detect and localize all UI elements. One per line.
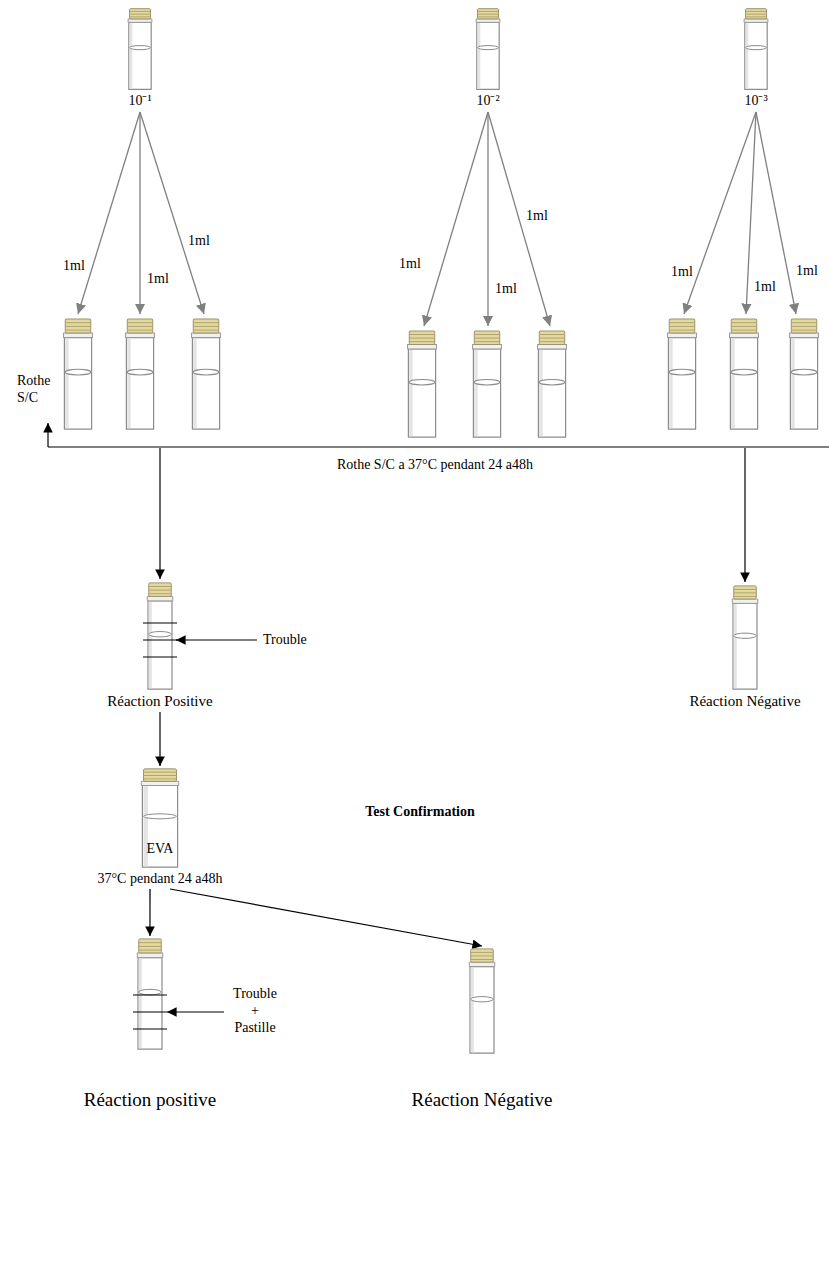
culture-tube bbox=[473, 331, 502, 437]
turbidity-mark bbox=[143, 640, 177, 641]
volume-label: 1ml bbox=[146, 270, 170, 287]
culture-tube bbox=[126, 319, 155, 429]
callout-label: Trouble bbox=[262, 631, 308, 648]
culture-tube bbox=[790, 319, 819, 429]
transfer-arrow bbox=[139, 112, 140, 314]
incubation-line bbox=[48, 446, 829, 447]
result-arrow bbox=[744, 448, 745, 582]
tube-shape bbox=[147, 583, 173, 689]
transfer-arrow bbox=[140, 112, 204, 314]
transfer-arrow bbox=[488, 112, 550, 326]
flow-arrow bbox=[170, 889, 482, 946]
tube-label: 10⁻¹ bbox=[126, 92, 154, 109]
tube-label: Réaction positive bbox=[84, 1088, 216, 1111]
tube-shape bbox=[476, 9, 500, 90]
culture-tube bbox=[730, 319, 759, 429]
tube-label: Réaction Négative bbox=[689, 692, 800, 710]
test-tube: 10⁻¹ bbox=[126, 8, 154, 109]
transfer-arrow bbox=[424, 112, 488, 326]
culture-tube bbox=[64, 319, 93, 429]
tube-label: 10⁻³ bbox=[742, 92, 770, 109]
volume-label: 1ml bbox=[795, 262, 819, 279]
tube-shape bbox=[744, 9, 768, 90]
tube-outline bbox=[467, 948, 497, 1054]
tube-shape bbox=[732, 586, 758, 689]
volume-label: 1ml bbox=[753, 278, 777, 295]
culture-tube bbox=[668, 319, 697, 429]
turbidity-mark bbox=[133, 1029, 167, 1030]
turbidity-mark bbox=[143, 657, 177, 658]
transfer-arrow bbox=[78, 112, 140, 314]
tube-outline bbox=[126, 8, 154, 90]
section-title: Test Confirmation bbox=[364, 803, 476, 820]
leader-arrow bbox=[176, 639, 257, 640]
tube-shape bbox=[469, 949, 495, 1053]
tube-outline bbox=[135, 938, 165, 1050]
callout-label: Trouble + Pastille bbox=[228, 985, 282, 1036]
test-tube: Réaction Négative bbox=[689, 585, 800, 710]
volume-label: 1ml bbox=[398, 255, 422, 272]
culture-tube bbox=[408, 331, 437, 437]
volume-label: 1ml bbox=[62, 257, 86, 274]
leader-arrow bbox=[167, 1011, 224, 1012]
tube-label: EVA bbox=[98, 840, 223, 857]
volume-label: 1ml bbox=[525, 207, 549, 224]
transfer-arrow bbox=[487, 112, 488, 326]
volume-label: 1ml bbox=[187, 232, 211, 249]
incubation-label: Rothe S/C a 37°C pendant 24 a48h bbox=[336, 456, 534, 473]
test-tube: EVA 37°C pendant 24 a48h bbox=[98, 768, 223, 887]
turbidity-mark bbox=[133, 995, 167, 996]
tube-outline bbox=[145, 582, 175, 690]
culture-tube bbox=[192, 319, 221, 429]
incubation-arrow bbox=[47, 423, 48, 447]
tube-shape bbox=[137, 939, 163, 1049]
volume-label: 1ml bbox=[670, 263, 694, 280]
medium-label: Rothe S/C bbox=[16, 372, 60, 406]
test-tube: Réaction positive bbox=[84, 938, 216, 1111]
flow-arrow bbox=[149, 889, 150, 936]
flow-arrow bbox=[159, 712, 160, 766]
tube-label: 37°C pendant 24 a48h bbox=[98, 870, 223, 887]
test-tube: 10⁻³ bbox=[742, 8, 770, 109]
result-arrow bbox=[159, 448, 160, 579]
tube-outline bbox=[742, 8, 770, 90]
tube-label: Réaction Positive bbox=[107, 692, 212, 710]
test-tube: Réaction Négative bbox=[412, 948, 553, 1111]
turbidity-mark bbox=[133, 1012, 167, 1013]
tube-shape bbox=[128, 9, 152, 90]
turbidity-mark bbox=[143, 623, 177, 624]
test-tube: 10⁻² bbox=[474, 8, 502, 109]
test-tube: Réaction Positive bbox=[107, 582, 212, 710]
volume-label: 1ml bbox=[494, 280, 518, 297]
tube-outline bbox=[730, 585, 760, 690]
tube-label: Réaction Négative bbox=[412, 1088, 553, 1111]
tube-outline bbox=[474, 8, 502, 90]
transfer-arrow bbox=[684, 112, 756, 314]
tube-label: 10⁻² bbox=[474, 92, 502, 109]
culture-tube bbox=[538, 331, 567, 437]
